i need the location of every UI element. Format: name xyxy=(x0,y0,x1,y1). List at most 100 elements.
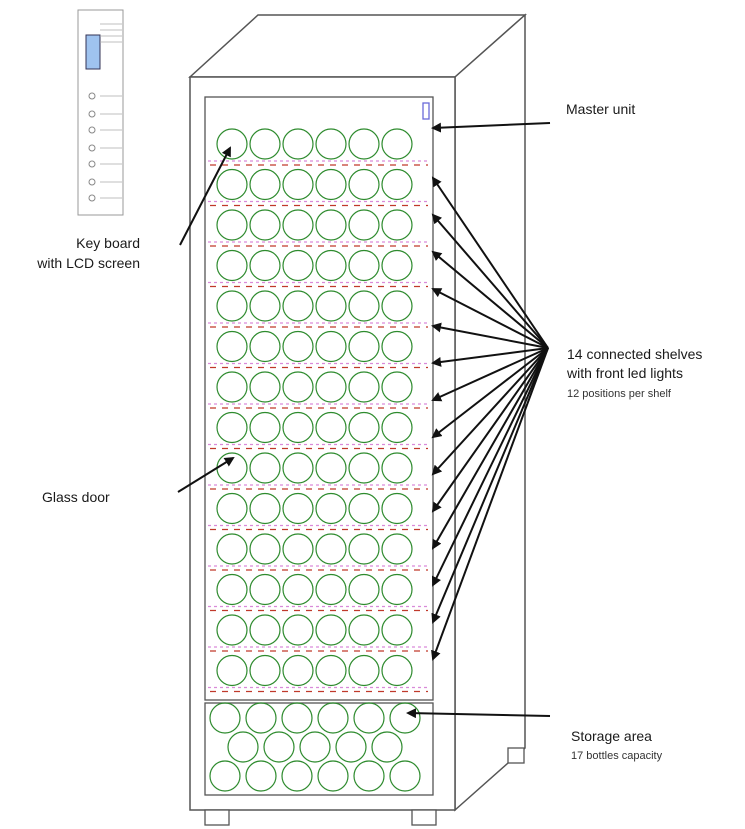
storage-bottle xyxy=(299,731,331,763)
bottle xyxy=(282,168,314,201)
bottle xyxy=(216,492,248,525)
bottle xyxy=(216,128,248,160)
bottle xyxy=(315,168,347,201)
bottle xyxy=(348,209,380,241)
bottle xyxy=(348,168,380,201)
keyboard-button-icon xyxy=(88,126,96,134)
bottle xyxy=(216,168,248,201)
storage-bottle xyxy=(263,731,295,763)
label-shelves-line2: with front led lights xyxy=(567,365,683,381)
bottle xyxy=(282,614,314,646)
bottle xyxy=(381,654,413,687)
shelf-arrow xyxy=(431,347,549,476)
bottle xyxy=(381,128,413,160)
keyboard-button-icon xyxy=(88,178,96,186)
bottle xyxy=(282,249,314,282)
storage-bottle xyxy=(389,702,421,734)
storage-bottle xyxy=(389,760,421,792)
bottle xyxy=(348,249,380,282)
shelf-arrow xyxy=(431,347,549,587)
storage-bottle xyxy=(281,702,313,734)
bottle xyxy=(381,209,413,241)
bottle xyxy=(315,209,347,241)
bottle xyxy=(216,654,248,687)
bottle xyxy=(315,128,347,160)
lcd-screen xyxy=(85,34,101,70)
bottle xyxy=(315,371,347,403)
storage-bottle xyxy=(371,731,403,763)
bottle xyxy=(348,492,380,525)
bottle xyxy=(282,330,314,363)
storage-bottle xyxy=(209,760,241,792)
bottle xyxy=(315,614,347,646)
bottle xyxy=(216,411,248,444)
bottle xyxy=(216,614,248,646)
bottle xyxy=(381,492,413,525)
bottle xyxy=(249,533,281,565)
storage-bottle xyxy=(209,702,241,734)
bottle xyxy=(348,411,380,444)
annotation-arrows xyxy=(177,122,551,719)
label-shelves-sub: 12 positions per shelf xyxy=(567,388,671,400)
bottle xyxy=(381,573,413,606)
label-master-unit: Master unit xyxy=(566,101,636,117)
shelf-arrow xyxy=(431,347,549,661)
bottle xyxy=(282,209,314,241)
bottle xyxy=(348,654,380,687)
bottle xyxy=(315,654,347,687)
shelf-arrow xyxy=(431,176,549,349)
storage-bottle xyxy=(353,702,385,734)
bottle xyxy=(216,290,248,322)
shelf-arrow xyxy=(431,347,549,367)
storage-bottle xyxy=(227,731,259,763)
label-shelves-line1: 14 connected shelves xyxy=(567,346,703,362)
arrow-keyboard xyxy=(179,146,231,246)
storage-bottle xyxy=(245,760,277,792)
bottle xyxy=(381,168,413,201)
bottle xyxy=(315,249,347,282)
arrow-glass-door xyxy=(177,456,235,493)
bottle xyxy=(282,128,314,160)
label-keyboard-line2: with LCD screen xyxy=(37,255,140,271)
shelf-arrow xyxy=(431,347,549,402)
keyboard-button-icon xyxy=(88,110,96,118)
bottle xyxy=(381,411,413,444)
bottle xyxy=(282,411,314,444)
bottle xyxy=(249,492,281,525)
cabinet-foot-back xyxy=(507,747,525,764)
bottle xyxy=(348,128,380,160)
storage-bottle xyxy=(353,760,385,792)
bottle xyxy=(348,533,380,565)
bottle xyxy=(381,371,413,403)
shelf-arrows xyxy=(431,176,549,661)
bottle xyxy=(315,330,347,363)
bottle xyxy=(315,452,347,484)
shelf-arrow xyxy=(431,347,549,439)
shelf-arrow xyxy=(431,250,549,349)
bottle xyxy=(249,411,281,444)
bottle xyxy=(282,371,314,403)
bottle xyxy=(282,452,314,484)
bottle xyxy=(249,128,281,160)
shelves xyxy=(208,128,430,693)
bottle xyxy=(216,573,248,606)
master-unit xyxy=(422,102,430,120)
bottle xyxy=(381,249,413,282)
bottle xyxy=(282,573,314,606)
bottle xyxy=(249,654,281,687)
bottle xyxy=(348,371,380,403)
bottle xyxy=(249,330,281,363)
keyboard-panel xyxy=(77,9,124,216)
bottle xyxy=(282,492,314,525)
cabinet xyxy=(188,13,527,826)
shelf-arrow xyxy=(431,288,549,349)
bottle xyxy=(216,209,248,241)
bottle xyxy=(282,654,314,687)
storage-bottles xyxy=(209,702,421,792)
bottle xyxy=(348,290,380,322)
shelf-arrow xyxy=(431,347,549,513)
label-storage-sub: 17 bottles capacity xyxy=(571,750,663,762)
bottle xyxy=(348,452,380,484)
keyboard-button-icon xyxy=(88,92,96,100)
